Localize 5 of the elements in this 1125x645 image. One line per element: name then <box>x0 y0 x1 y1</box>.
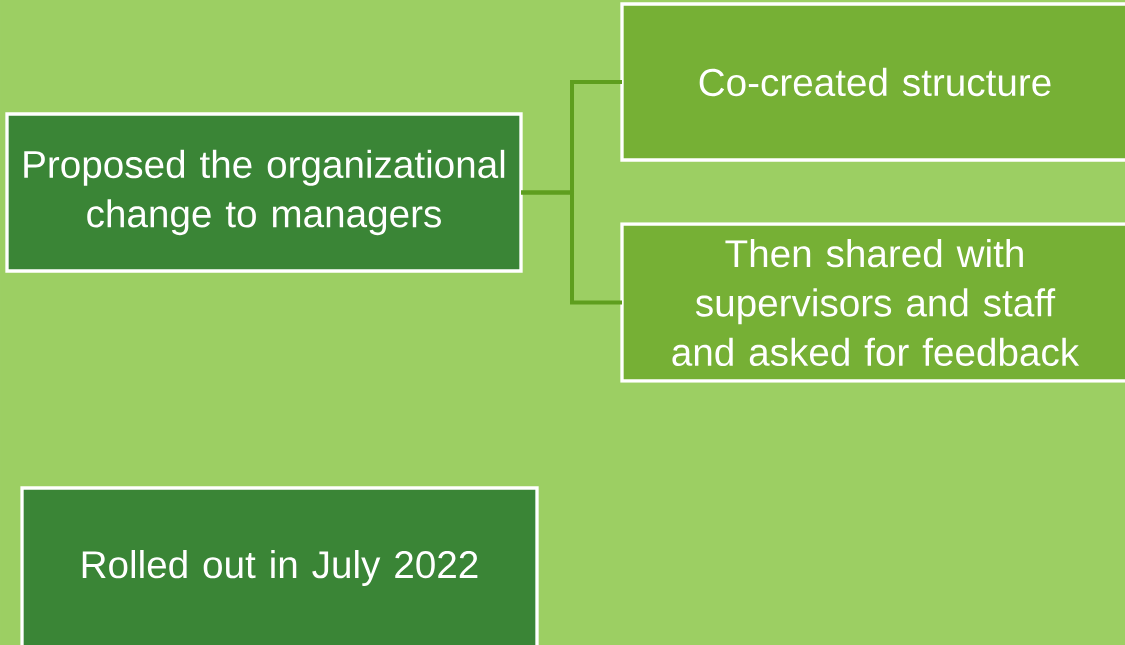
connector-line <box>521 190 622 305</box>
process-box: Proposed the organizational change to managers <box>5 112 523 273</box>
process-box: Rolled out in July 2022 <box>20 486 539 645</box>
process-box: Co-created structure <box>620 2 1125 162</box>
process-box: Then shared with supervisors and staff and asked for feedback <box>620 222 1125 383</box>
